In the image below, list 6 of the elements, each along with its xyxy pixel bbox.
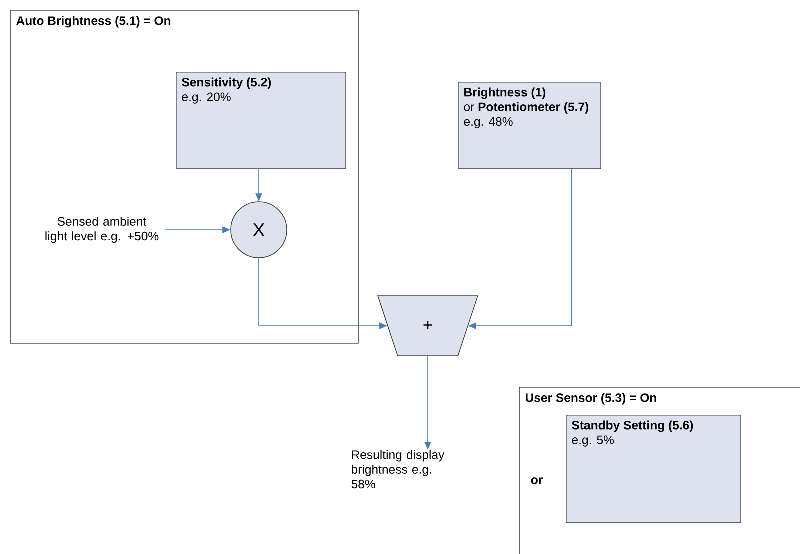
input-label: Sensed ambient light level e.g. +50% — [46, 216, 159, 244]
setting-box: Brightness (1) or Potentiometer (5.7) e.g. 48% — [458, 82, 602, 170]
setting-box: Sensitivity (5.2) e.g. 20% — [176, 72, 346, 170]
or-label: or — [531, 478, 543, 484]
setting-box: Standby Setting (5.6) e.g. 5% — [566, 415, 742, 524]
output-label: Resulting display brightness e.g. 58% — [352, 450, 445, 489]
